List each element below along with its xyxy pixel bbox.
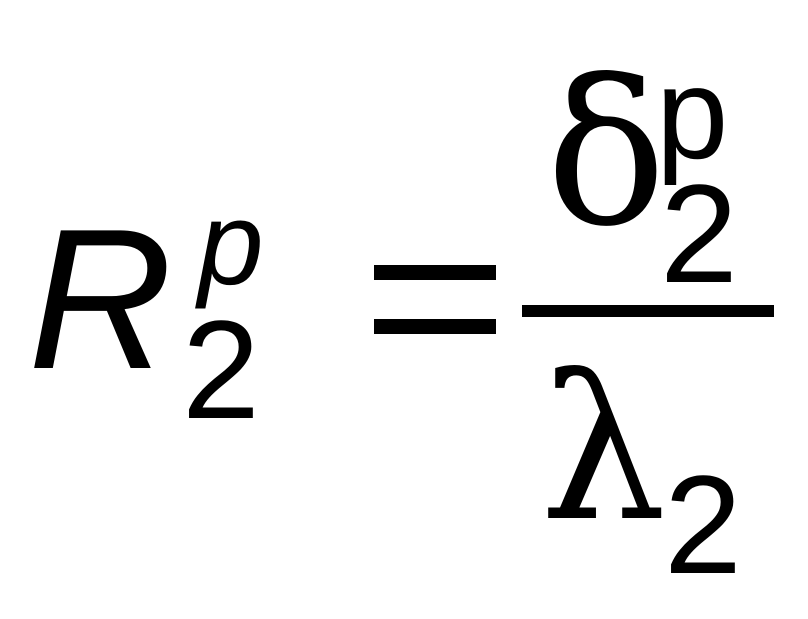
numerator-symbol-delta: δ [546, 38, 667, 271]
fraction-bar [522, 305, 774, 317]
lhs-superscript: p [198, 178, 264, 310]
numerator-superscript: p [656, 40, 729, 186]
lhs-symbol-r: R [28, 188, 173, 411]
denominator-subscript: 2 [664, 446, 742, 603]
lhs-subscript: 2 [182, 291, 260, 448]
numerator-subscript: 2 [660, 155, 738, 312]
equals-sign-bottom-bar [374, 319, 496, 334]
denominator-symbol-lambda: λ [540, 333, 667, 566]
equals-sign-top-bar [374, 265, 496, 280]
